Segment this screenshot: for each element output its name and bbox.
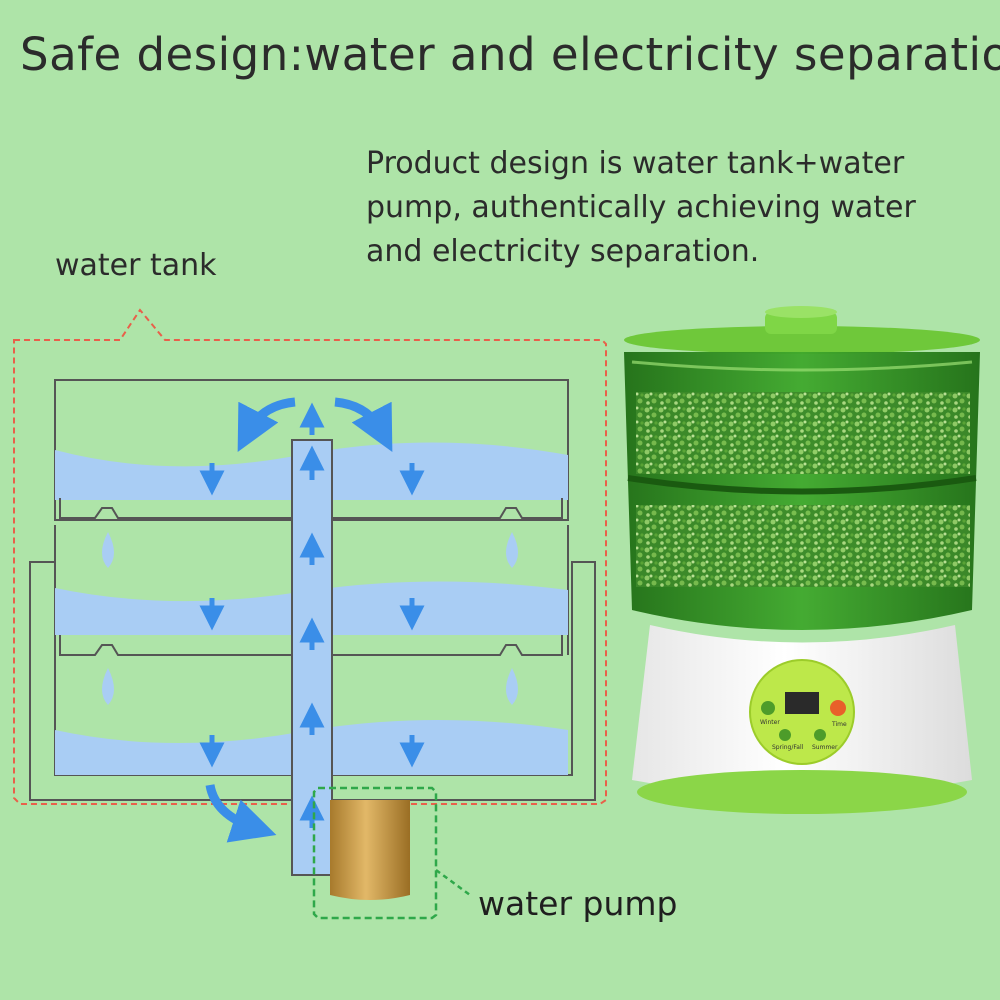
spring-fall-label: Spring/Fall: [772, 744, 804, 751]
summer-label: Summer: [812, 744, 838, 751]
water-tank-outline: [13, 308, 607, 805]
time-button[interactable]: [830, 700, 846, 716]
water-pump-label: water pump: [478, 884, 678, 923]
water-tank-label: water tank: [55, 248, 217, 283]
arrow-down-icon: [199, 463, 425, 768]
description-line: and electricity separation.: [366, 234, 760, 269]
time-label: Time: [831, 721, 847, 728]
water-pump: [330, 800, 410, 900]
winter-button[interactable]: [761, 701, 775, 715]
spring-fall-button[interactable]: [779, 729, 791, 741]
product-description: Product design is water tank+water pump,…: [366, 142, 966, 274]
flow-to-pump-arrow-icon: [205, 784, 277, 843]
headline: Safe design:water and electricity separa…: [20, 28, 1000, 81]
pump-outline: [312, 786, 438, 920]
overflow-arrow-icon: [237, 397, 393, 452]
pump-leader-line: [435, 868, 471, 897]
water-drop-icon: [102, 532, 518, 705]
description-line: Product design is water tank+water: [366, 146, 905, 181]
winter-label: Winter: [760, 719, 780, 726]
sprouter-product: Winter Time Spring/Fall Summer: [624, 306, 980, 814]
description-line: pump, authentically achieving water: [366, 190, 916, 225]
summer-button[interactable]: [814, 729, 826, 741]
